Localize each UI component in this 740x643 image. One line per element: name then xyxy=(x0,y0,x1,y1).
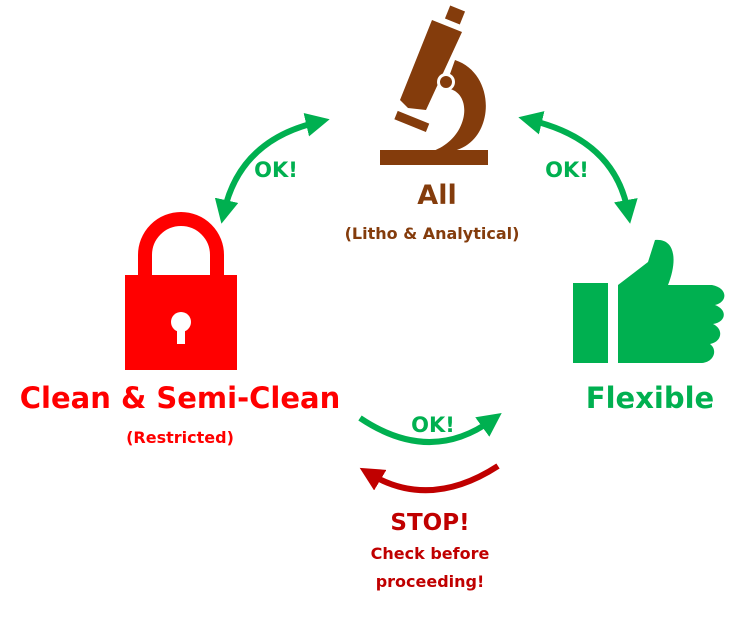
stop-note-line2: proceeding! xyxy=(376,572,485,591)
microscope-icon xyxy=(380,5,488,165)
left-ok-label: OK! xyxy=(254,158,298,182)
right-ok-label: OK! xyxy=(545,158,589,182)
flexible-title: Flexible xyxy=(586,381,714,415)
clean-subtitle: (Restricted) xyxy=(126,428,234,447)
thumbs-up-icon xyxy=(573,239,725,363)
all-subtitle: (Litho & Analytical) xyxy=(345,224,520,243)
clean-all-double-arrow xyxy=(214,113,330,224)
padlock-icon xyxy=(125,212,237,370)
all-flexible-double-arrow xyxy=(518,111,638,224)
clean-title: Clean & Semi-Clean xyxy=(20,381,340,415)
bottom-ok-label: OK! xyxy=(411,413,455,437)
all-title: All xyxy=(417,180,456,211)
clean-to-flexible-arrow xyxy=(358,412,502,445)
stop-note-line1: Check before xyxy=(371,544,490,563)
flexible-to-clean-arrow xyxy=(359,463,500,494)
stop-label: STOP! xyxy=(390,510,469,536)
